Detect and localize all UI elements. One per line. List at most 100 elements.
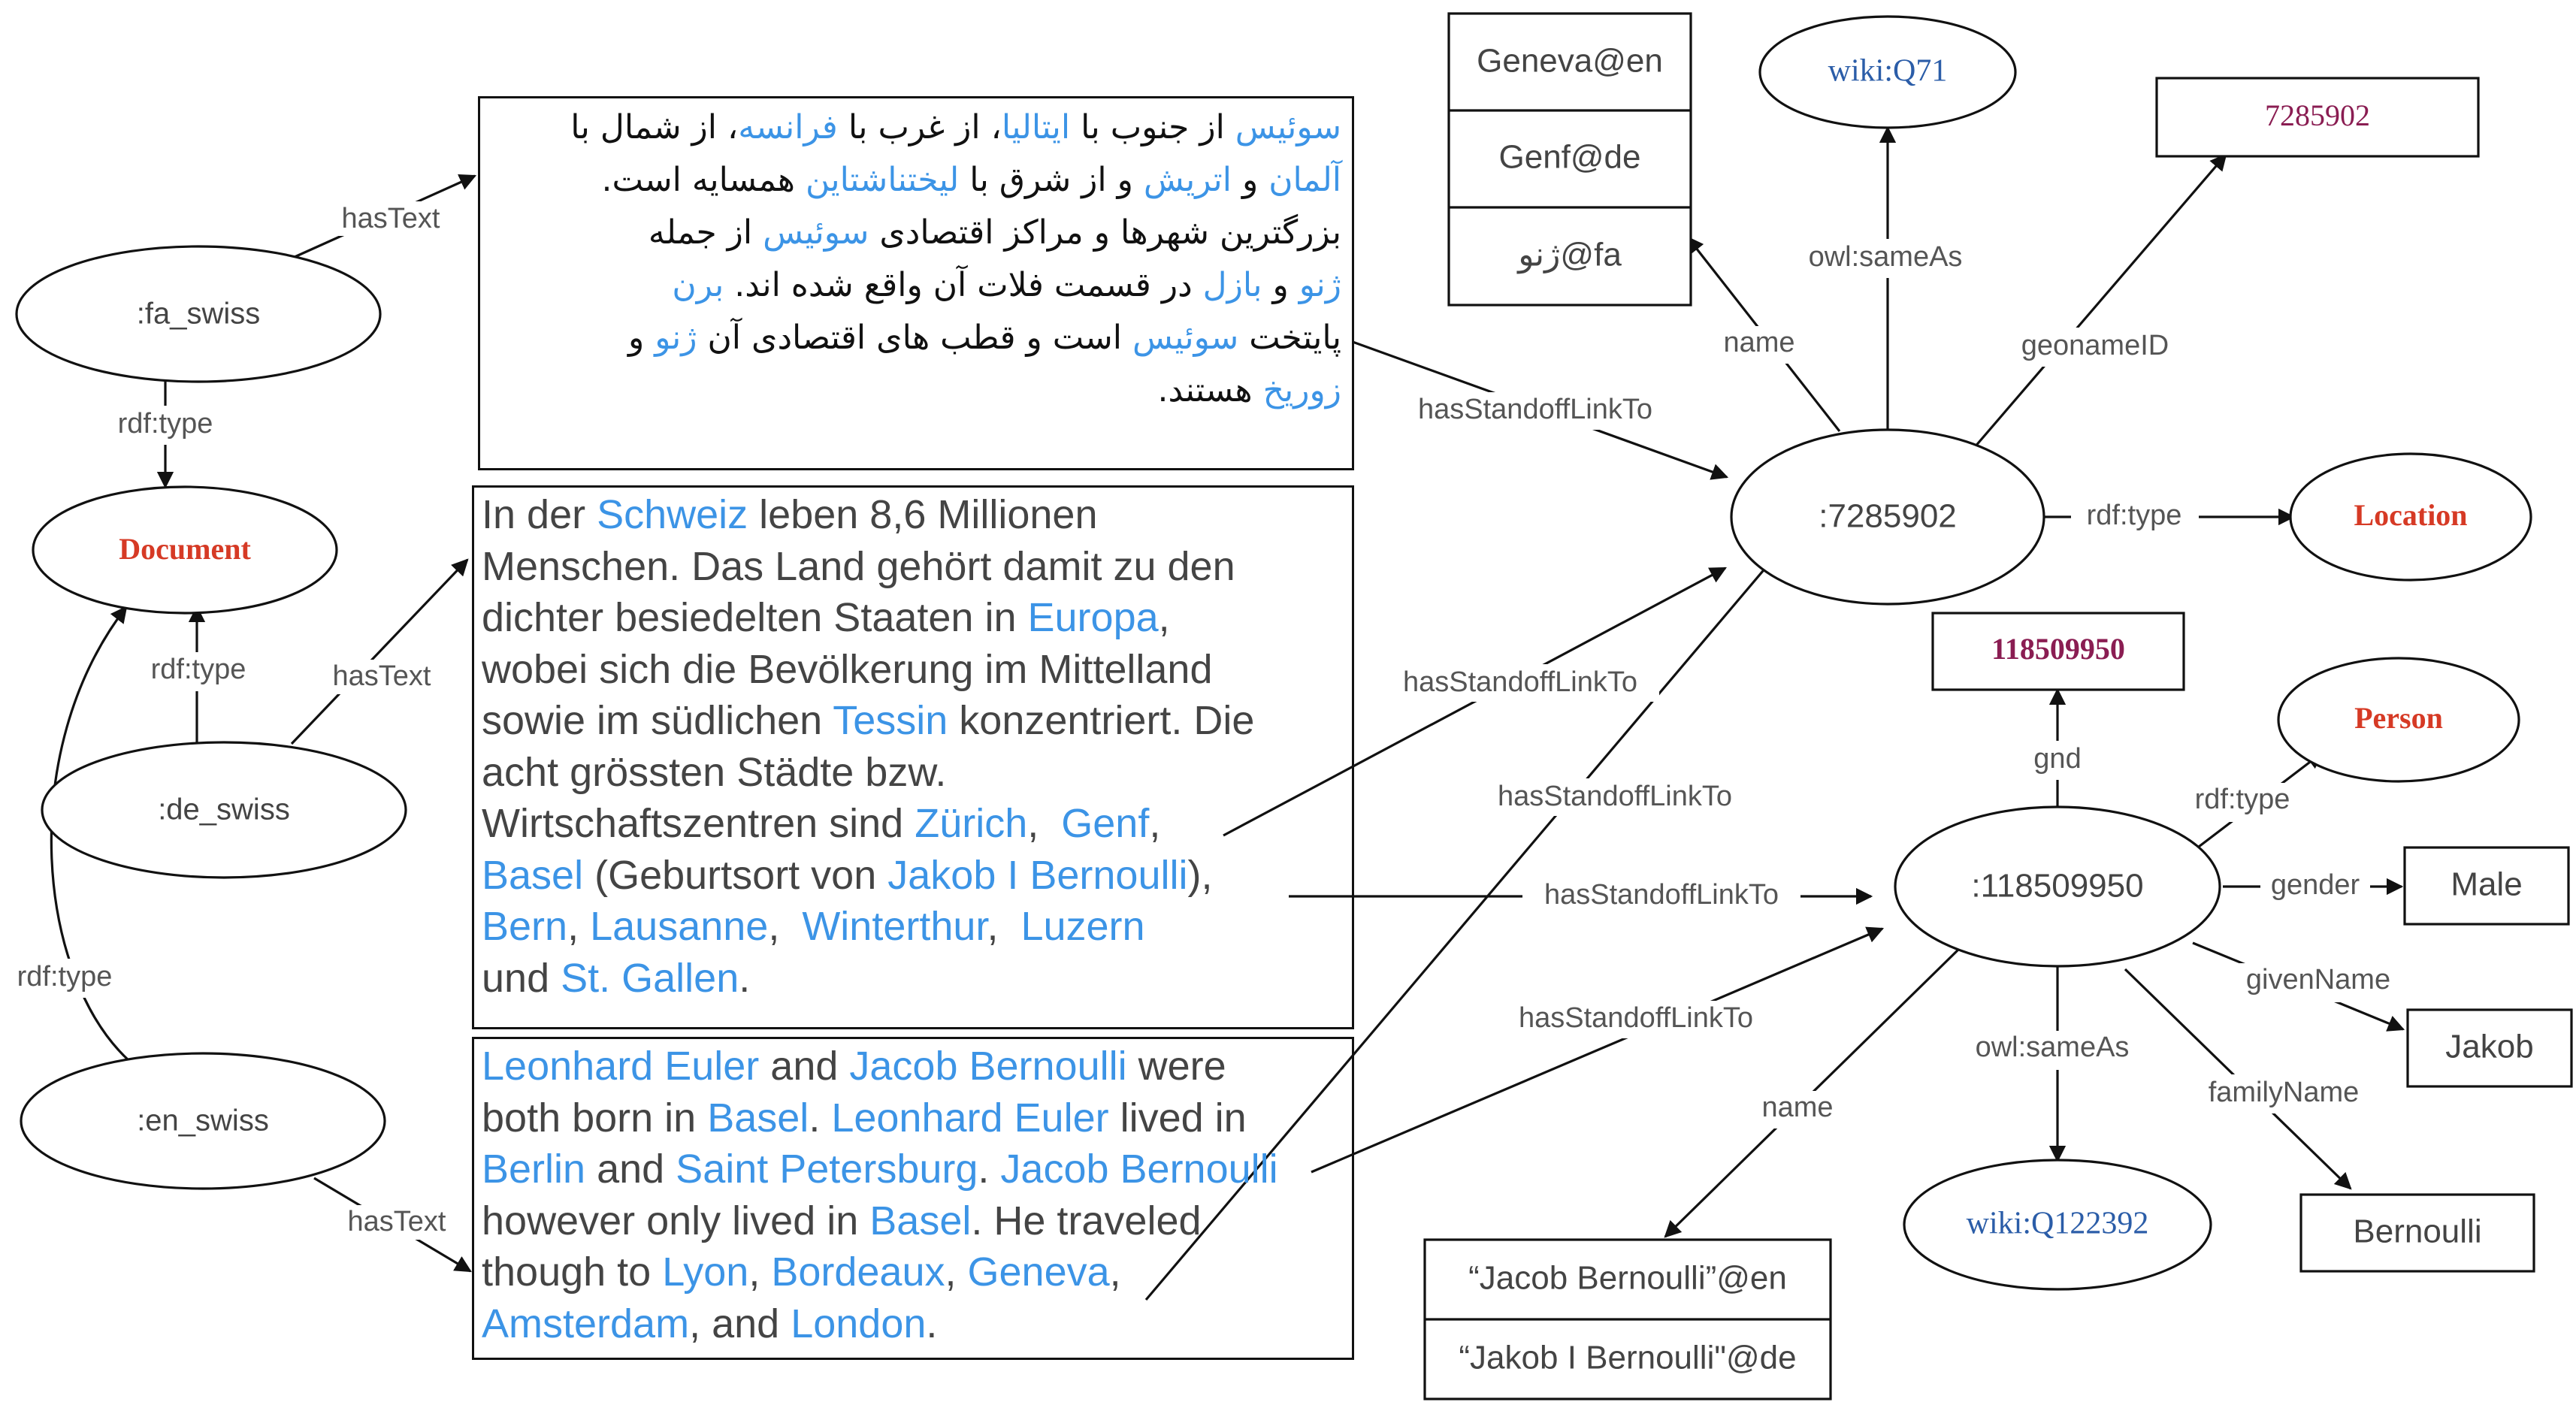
entity-link[interactable]: Saint Petersburg (676, 1147, 978, 1192)
entity-link[interactable]: آلمان (1268, 161, 1341, 199)
node-location-class-label: Location (2354, 498, 2467, 532)
edge-en-type (50, 606, 131, 1062)
entity-link[interactable]: لیختناشتاین (805, 161, 960, 199)
entity-link[interactable]: ژنو (1299, 266, 1341, 304)
entity-link[interactable]: Amsterdam (482, 1301, 690, 1346)
entity-link[interactable]: Schweiz (597, 492, 748, 537)
node-fa-swiss (15, 245, 382, 383)
entity-link[interactable]: بازل (1202, 266, 1262, 304)
text-segment: . (926, 1301, 938, 1346)
text-segment: , (1149, 801, 1161, 846)
entity-link[interactable]: St. Gallen (561, 955, 739, 1001)
text-segment: acht grössten Städte bzw. (482, 749, 947, 795)
entity-link[interactable]: سوئیس (763, 213, 869, 252)
entity-link[interactable]: Berlin (482, 1147, 586, 1192)
text-segment: و (628, 319, 655, 357)
entity-link[interactable]: Genf (1061, 801, 1150, 846)
text-segment: , (1027, 801, 1062, 846)
text-segment: sowie im südlichen (482, 698, 833, 743)
entity-link[interactable]: London (791, 1301, 927, 1346)
entity-link[interactable]: Winterthur (802, 904, 987, 949)
edge-label-person-gnd: gnd (2033, 743, 2081, 775)
text-line: und St. Gallen. (482, 953, 1344, 1005)
entity-link[interactable]: Lausanne (590, 904, 769, 949)
entity-link[interactable]: Basel (869, 1198, 972, 1243)
entity-link[interactable]: Luzern (1020, 904, 1145, 949)
text-segment: ، از غرب با (837, 108, 1002, 147)
entity-link[interactable]: زوریخ (1262, 371, 1341, 409)
text-segment: , (768, 904, 803, 949)
edge-label-standoff-en-geneva: hasStandoffLinkTo (1498, 781, 1732, 812)
entity-link[interactable]: اتریش (1143, 161, 1232, 199)
text-line: بزرگترین شهرها و مراکز اقتصادی سوئیس از … (491, 207, 1341, 259)
edge-label-type-fa: rdf:type (118, 408, 213, 440)
nodes: :fa_swiss Document :de_swiss :en_swiss :… (15, 12, 2573, 1400)
edge-label-person-gender: gender (2271, 869, 2360, 901)
edge-standoff-en-geneva (1144, 526, 1801, 1301)
text-segment: dichter besiedelten Staaten in (482, 595, 1028, 640)
edge-labels: hasText rdf:type rdf:type hasText rdf:ty… (2, 201, 2405, 1240)
entity-link[interactable]: Leonhard Euler (482, 1044, 760, 1089)
node-gender-value-label: Male (2451, 866, 2522, 903)
text-segment: , and (689, 1301, 791, 1346)
edge-label-person-familyname: familyName (2209, 1077, 2360, 1108)
entity-link[interactable]: Lyon (662, 1249, 749, 1295)
node-person-resource-label: :118509950 (1971, 868, 2143, 905)
text-line: Wirtschaftszentren sind Zürich, Genf, (482, 798, 1344, 850)
entity-link[interactable]: Leonhard Euler (831, 1095, 1109, 1141)
entity-link[interactable]: Bordeaux (771, 1249, 945, 1295)
entity-link[interactable]: برن (672, 266, 724, 304)
text-segment: , (1158, 595, 1170, 640)
persian-text-box: سوئیس از جنوب با ایتالیا، از غرب با فران… (478, 96, 1354, 470)
text-line: both born in Basel. Leonhard Euler lived… (482, 1092, 1344, 1144)
node-document-label: Document (119, 532, 251, 566)
entity-link[interactable]: سوئیس (1132, 319, 1239, 357)
geneva-name-en: Geneva@en (1477, 43, 1663, 80)
entity-link[interactable]: ایتالیا (1001, 108, 1071, 147)
entity-link[interactable]: Jacob Bernoulli (849, 1044, 1127, 1089)
edge-label-loc-type: rdf:type (2087, 500, 2182, 531)
edge-label-loc-sameas: owl:sameAs (1809, 241, 1963, 273)
node-wiki-q71 (1758, 15, 2017, 129)
entity-link[interactable]: Zürich (915, 801, 1028, 846)
entity-link[interactable]: سوئیس (1235, 108, 1341, 147)
node-en-swiss-label: :en_swiss (137, 1104, 269, 1138)
geneva-name-table (1447, 12, 1692, 307)
entity-link[interactable]: Tessin (833, 698, 948, 743)
text-line: آلمان و اتریش و از شرق با لیختناشتاین هم… (491, 154, 1341, 207)
text-segment: lived in (1108, 1095, 1247, 1141)
bernoulli-name-de: “Jakob I Bernoulli"@de (1459, 1340, 1796, 1376)
text-segment: though to (482, 1249, 663, 1295)
edge-label-type-en: rdf:type (17, 961, 113, 993)
edge-label-person-sameas: owl:sameAs (1976, 1032, 2130, 1063)
text-segment: همسایه است. (601, 161, 806, 199)
node-gnd-value (1931, 612, 2185, 691)
node-person-class-label: Person (2354, 701, 2443, 735)
text-segment: und (482, 955, 561, 1001)
edge-label-hastext-en: hasText (348, 1206, 446, 1237)
entity-link[interactable]: Jacob Bernoulli (1000, 1147, 1278, 1192)
edge-loc-geonameid (1964, 153, 2227, 460)
entity-link[interactable]: ژنو (655, 319, 697, 357)
text-segment: . (978, 1147, 1001, 1192)
bernoulli-name-en: “Jacob Bernoulli”@en (1468, 1260, 1787, 1297)
entity-link[interactable]: Jakob I Bernoulli (887, 852, 1188, 898)
text-segment: است و قطب های اقتصادی آن (697, 319, 1132, 357)
text-segment: و (1262, 266, 1299, 304)
text-segment: In der (482, 492, 597, 537)
edge-label-loc-geonameid: geonameID (2021, 330, 2169, 361)
text-line: سوئیس از جنوب با ایتالیا، از غرب با فران… (491, 101, 1341, 154)
entity-link[interactable]: Basel (482, 852, 584, 898)
entity-link[interactable]: Bern (482, 904, 568, 949)
text-segment: . (809, 1095, 832, 1141)
text-segment: , (1109, 1249, 1121, 1295)
text-segment: wobei sich die Bevölkerung im Mittelland (482, 646, 1213, 692)
entity-link[interactable]: Basel (707, 1095, 809, 1141)
text-segment: both born in (482, 1095, 708, 1141)
entity-link[interactable]: Europa (1027, 595, 1159, 640)
text-segment: در قسمت فلات آن واقع شده اند. (724, 266, 1203, 304)
entity-link[interactable]: Geneva (967, 1249, 1110, 1295)
entity-link[interactable]: فرانسه (738, 108, 838, 147)
